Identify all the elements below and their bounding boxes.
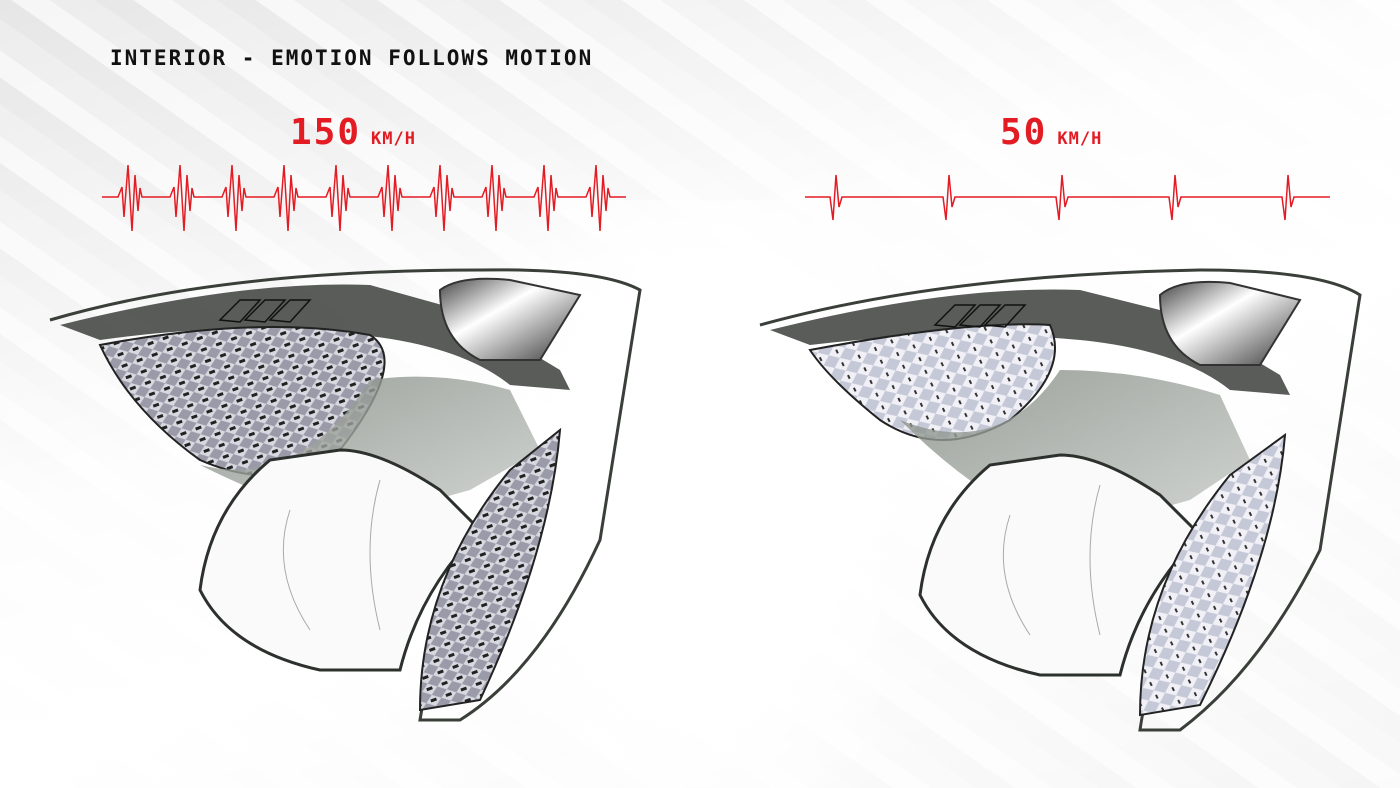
background-fade <box>520 200 880 788</box>
speed-label-low: 50 KM/H <box>1000 112 1102 153</box>
speed-value: 150 <box>290 112 362 153</box>
interior-sketch-low-speed <box>759 268 1362 732</box>
interior-sketch-high-speed <box>49 268 642 722</box>
heartbeat-slow-icon <box>805 174 1330 221</box>
speed-unit: KM/H <box>371 129 416 149</box>
speed-unit: KM/H <box>1057 129 1103 149</box>
heartbeat-fast-icon <box>102 164 626 232</box>
speed-value: 50 <box>1000 112 1048 153</box>
speed-label-high: 150 KM/H <box>290 112 416 153</box>
slide-title: INTERIOR - EMOTION FOLLOWS MOTION <box>110 46 594 70</box>
